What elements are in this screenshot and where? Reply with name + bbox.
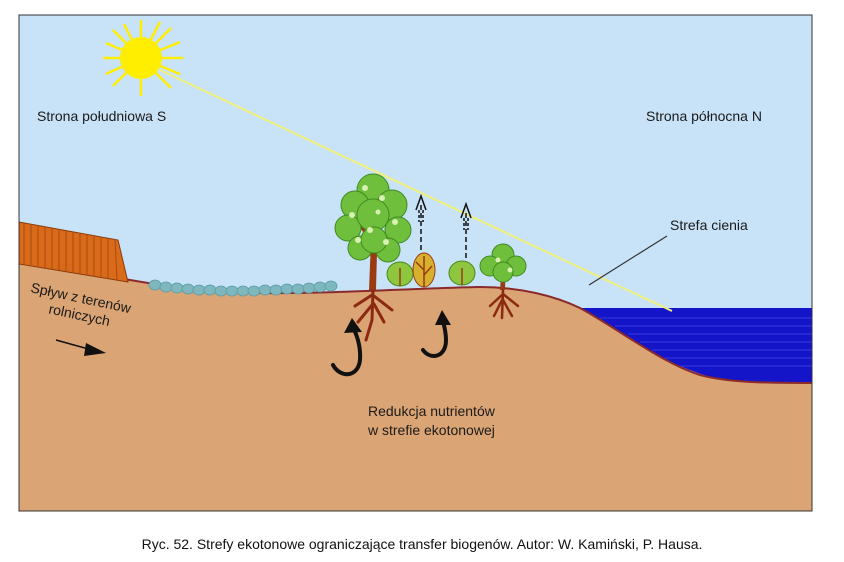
root-icon <box>353 289 394 342</box>
tree-icon <box>334 173 412 290</box>
arrow-icon <box>55 339 106 356</box>
root-icon <box>488 288 520 320</box>
arrow-icon <box>460 201 472 258</box>
water-ripples <box>600 317 812 367</box>
sunbeam-line <box>159 69 673 312</box>
arrow-icon <box>415 193 427 250</box>
reduction-label-line1: Redukcja nutrientów <box>368 403 496 419</box>
shade-pointer-line <box>588 235 668 286</box>
figure-frame <box>18 14 813 512</box>
south-side-label: Strona południowa S <box>37 108 166 124</box>
tree-icon <box>479 243 527 290</box>
sun-icon <box>103 20 183 96</box>
shade-zone-label: Strefa cienia <box>670 217 748 233</box>
shrub-icon <box>412 252 436 288</box>
shrub-icon <box>386 261 414 287</box>
water-body <box>575 308 812 384</box>
farm-field <box>18 221 129 283</box>
reduction-label-line2: w strefie ekotonowej <box>367 422 495 438</box>
shrub-icon <box>448 260 476 286</box>
soil-ground <box>19 262 812 511</box>
north-side-label: Strona północna N <box>646 108 762 124</box>
grass-strip <box>148 279 338 297</box>
arrow-icon <box>421 310 451 358</box>
figure-caption: Ryc. 52. Strefy ekotonowe ograniczające … <box>141 536 703 552</box>
arrow-icon <box>331 318 363 377</box>
